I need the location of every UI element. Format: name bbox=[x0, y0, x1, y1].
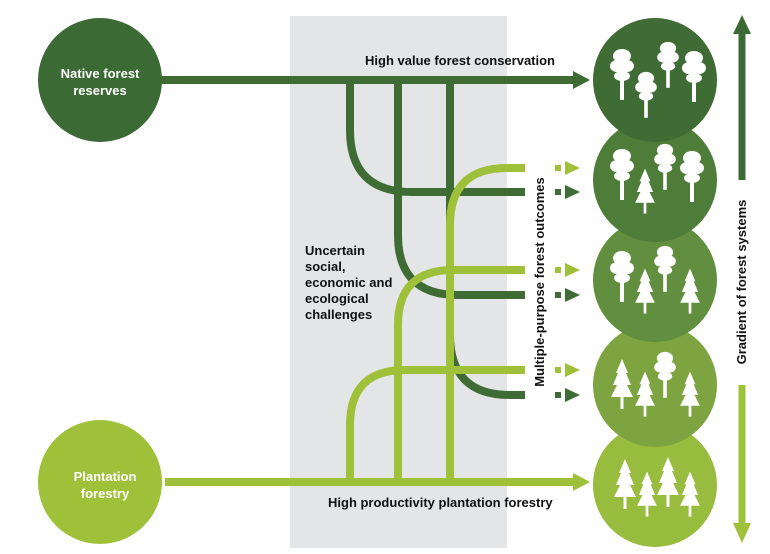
plantation-label-line1: Plantation bbox=[74, 469, 137, 484]
plantation-forestry-node: Plantation forestry bbox=[38, 420, 162, 544]
gradient-axis: Gradient of forest systems bbox=[733, 15, 751, 543]
bottom-outcome-label: High productivity plantation forestry bbox=[328, 495, 553, 510]
top-outcome-label: High value forest conservation bbox=[365, 53, 555, 68]
challenges-line-2: social, bbox=[305, 259, 345, 274]
top-arrowhead bbox=[573, 71, 590, 89]
multiple-purpose-label: Multiple-purpose forest outcomes bbox=[532, 177, 547, 386]
native-reserves-label-line1: Native forest bbox=[61, 66, 140, 81]
gradient-label: Gradient of forest systems bbox=[734, 200, 749, 365]
native-reserves-label-line2: reserves bbox=[73, 83, 127, 98]
plantation-label-line2: forestry bbox=[81, 486, 130, 501]
forest-system-4 bbox=[593, 323, 717, 447]
forest-system-1 bbox=[593, 18, 717, 142]
forest-system-2 bbox=[593, 118, 717, 242]
challenges-line-4: ecological bbox=[305, 291, 369, 306]
challenges-line-3: economic and bbox=[305, 275, 392, 290]
challenges-label: Uncertain social, economic and ecologica… bbox=[305, 243, 392, 322]
forest-system-5 bbox=[593, 423, 717, 547]
native-reserves-node: Native forest reserves bbox=[38, 18, 162, 142]
plantation-streams bbox=[165, 164, 575, 486]
outcome-arrows bbox=[555, 161, 580, 402]
challenges-line-5: challenges bbox=[305, 307, 372, 322]
forest-system-3 bbox=[593, 218, 717, 342]
bottom-arrowhead bbox=[573, 473, 590, 491]
challenges-line-1: Uncertain bbox=[305, 243, 365, 258]
